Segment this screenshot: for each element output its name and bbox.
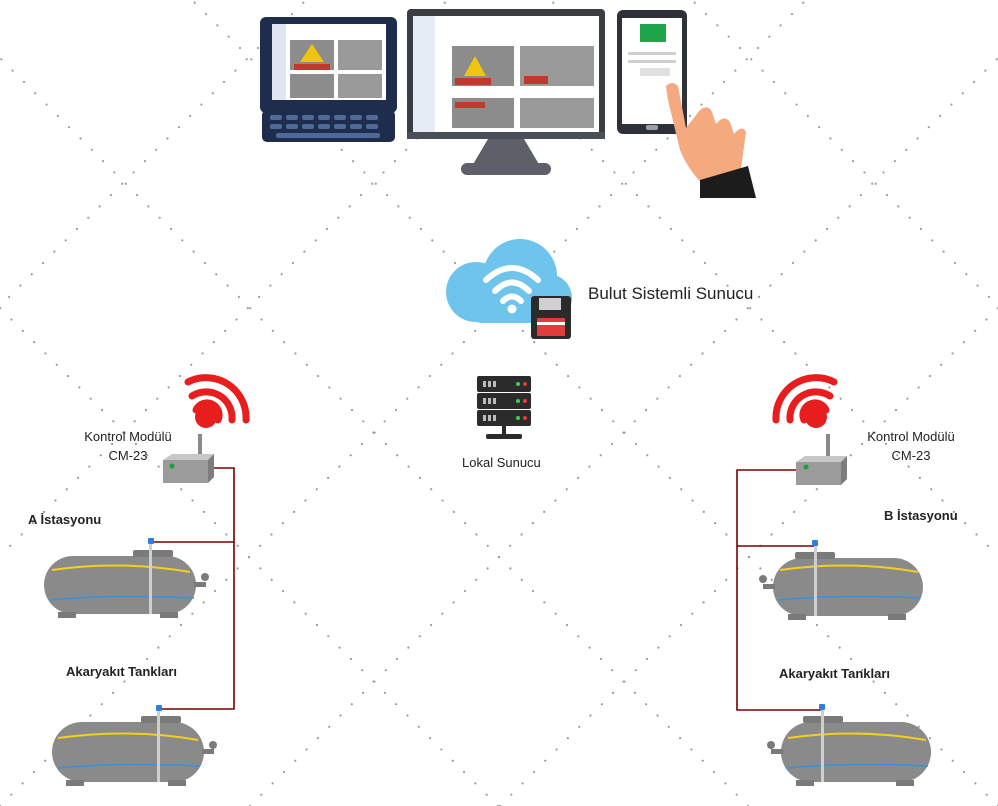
module-model: CM-23 — [72, 446, 184, 465]
station-a-tanks-label: Akaryakıt Tankları — [66, 664, 177, 679]
floppy-disk-icon — [531, 296, 571, 339]
module-title: Kontrol Modülü — [855, 427, 967, 446]
station-a-name: A İstasyonu — [28, 512, 101, 527]
fuel-tank — [759, 540, 923, 620]
fuel-tank — [767, 704, 931, 786]
local-server-label: Lokal Sunucu — [462, 455, 541, 470]
fuel-tank — [52, 705, 217, 786]
control-module-device — [796, 434, 847, 485]
cloud-server-label: Bulut Sistemli Sunucu — [588, 284, 753, 304]
station-b-name: B İstasyonu — [884, 508, 958, 523]
wifi-dot — [805, 406, 827, 428]
hand-icon — [666, 83, 756, 198]
module-title: Kontrol Modülü — [72, 427, 184, 446]
wifi-dot — [195, 406, 217, 428]
desktop-monitor — [407, 9, 605, 175]
station-a-module-label: Kontrol Modülü CM-23 — [72, 427, 184, 465]
module-model: CM-23 — [855, 446, 967, 465]
station-b-module-label: Kontrol Modülü CM-23 — [855, 427, 967, 465]
server-rack-icon — [477, 376, 531, 439]
station-b-tanks-label: Akaryakıt Tankları — [779, 666, 890, 681]
fuel-tank — [44, 538, 209, 618]
tablet-keyboard-device — [260, 17, 397, 142]
